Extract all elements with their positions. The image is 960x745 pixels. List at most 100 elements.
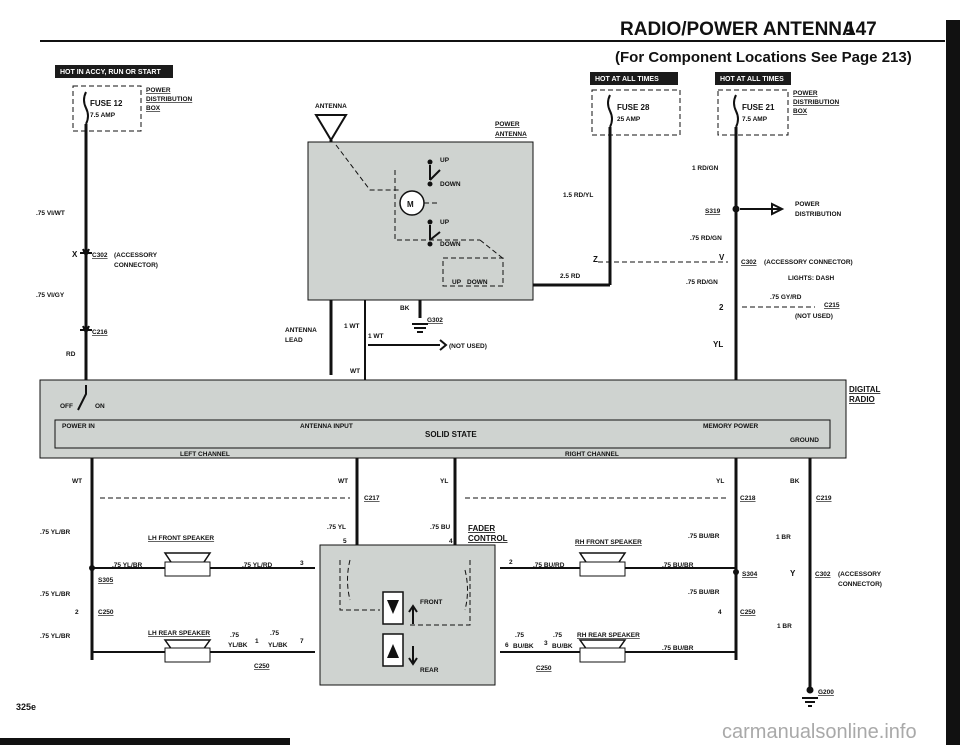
- lh-rear-speaker-body: [164, 647, 211, 663]
- sw1-down-dot: [427, 181, 433, 187]
- badge-hot-accy-label: HOT IN ACCY, RUN OR START: [60, 69, 161, 76]
- rh-rear-75d: .75: [553, 632, 562, 639]
- radio-power-switch: [77, 385, 87, 411]
- wire-075-rd-gn: .75 RD/GN: [690, 235, 722, 242]
- rh-front-bubr: .75 BU/BR: [662, 562, 694, 569]
- lower-yl-right: YL: [716, 478, 724, 485]
- rh-rear-bubr3: .75 BU/BR: [662, 645, 694, 652]
- pd-box-left-2: DISTRIBUTION: [146, 96, 193, 103]
- digital-radio-outline: [39, 379, 847, 459]
- wire-yl-right: YL: [713, 340, 723, 349]
- sw3-up: UP: [452, 279, 462, 286]
- c216-connector: [80, 325, 92, 336]
- rh-front-label: RH FRONT SPEAKER: [575, 539, 642, 546]
- pd-box-right-2: DISTRIBUTION: [793, 99, 840, 106]
- antenna-lead-2: LEAD: [285, 337, 303, 344]
- pd-right-2: DISTRIBUTION: [795, 211, 842, 218]
- wire-1wt-a: 1 WT: [344, 323, 360, 330]
- lh-front-pin3: 3: [300, 560, 304, 567]
- wire-gy-rd: .75 GY/RD: [770, 294, 802, 301]
- c302-left-desc1: (ACCESSORY: [114, 252, 158, 259]
- lower-c302: C302: [815, 571, 831, 578]
- not-used-label: (NOT USED): [449, 343, 487, 350]
- g302-label: G302: [427, 317, 443, 324]
- radio-left-channel: LEFT CHANNEL: [180, 451, 230, 458]
- fuse28-symbol: [607, 94, 613, 128]
- badge-hot-always-mid-label: HOT AT ALL TIMES: [595, 76, 659, 83]
- lh-rear-ylbk1: YL/BK: [228, 642, 248, 649]
- rh-rear-bubk1: BU/BK: [513, 643, 534, 650]
- wire-1-rd-gn: 1 RD/GN: [692, 165, 719, 172]
- fader-rear-arrow-icon: [408, 646, 418, 666]
- sw1-up: UP: [440, 157, 450, 164]
- s319-label: S319: [705, 208, 721, 215]
- rh-rear-pin6: 6: [505, 642, 509, 649]
- lh-rear-ylbk2: YL/BK: [268, 642, 288, 649]
- c218-label: C218: [740, 495, 756, 502]
- radio-on: ON: [95, 403, 105, 410]
- fuse12-amp: 7.5 AMP: [90, 112, 116, 119]
- c217-label: C217: [364, 495, 380, 502]
- updown-switch-box: [442, 257, 504, 287]
- sw3-down: DOWN: [467, 279, 488, 286]
- fader-rear: REAR: [420, 667, 439, 674]
- pd-box-left-3: BOX: [146, 105, 161, 112]
- pin-z: Z: [593, 255, 598, 264]
- solid-state-box: [54, 419, 831, 449]
- fuse-box-mid: [591, 89, 681, 136]
- antenna-internal-dash: [335, 144, 506, 261]
- rh-front-burd: .75 BU/RD: [533, 562, 565, 569]
- wire-label-vi-gy: .75 VI/GY: [36, 292, 65, 299]
- antenna-label: ANTENNA: [315, 103, 347, 110]
- badge-hot-accy: [55, 65, 173, 78]
- rh-rear-label: RH REAR SPEAKER: [577, 632, 640, 639]
- ground-g200-icon: [802, 697, 818, 707]
- lower-1br-top: 1 BR: [776, 534, 791, 541]
- lower-wt-mid: WT: [338, 478, 348, 485]
- badge-hot-always-mid: [590, 72, 678, 85]
- badge-hot-always-right: [715, 72, 791, 85]
- conn-x: X: [72, 250, 78, 259]
- radio-off: OFF: [60, 403, 73, 410]
- lh-rear-label: LH REAR SPEAKER: [148, 630, 210, 637]
- lh-rear-75b: .75: [270, 630, 279, 637]
- lower-yl-mid: YL: [440, 478, 448, 485]
- wire-wt-label: WT: [350, 368, 360, 375]
- sw1-down: DOWN: [440, 181, 461, 188]
- s304-splice: [733, 569, 739, 575]
- right-edge-bar: [946, 20, 960, 745]
- fader-internal: [339, 559, 471, 626]
- rh-rear-bubk2: BU/BK: [552, 643, 573, 650]
- lower-pin5: 5: [343, 538, 347, 545]
- power-antenna-box: [308, 142, 533, 300]
- lower-ylbr3: .75 YL/BR: [40, 633, 71, 640]
- pd-right-1: POWER: [795, 201, 820, 208]
- fader-front-arrow-icon: [408, 604, 418, 624]
- pd-box-left-1: POWER: [146, 87, 171, 94]
- pd-box-right-3: BOX: [793, 108, 808, 115]
- lights-dash: LIGHTS: DASH: [788, 275, 835, 282]
- c302-right-label: C302: [741, 259, 757, 266]
- footer-model: 325e: [16, 702, 36, 712]
- rh-front-speaker-body: [579, 561, 626, 577]
- digital-radio-box: [40, 380, 846, 458]
- radio-right-channel: RIGHT CHANNEL: [565, 451, 619, 458]
- motor-m-glyph: M: [407, 200, 414, 209]
- lh-front-label: LH FRONT SPEAKER: [148, 535, 214, 542]
- sw2-down: DOWN: [440, 241, 461, 248]
- wire-label-rd: RD: [66, 351, 76, 358]
- fader-up-arrow-icon: [387, 644, 399, 658]
- lower-bubr-top: .75 BU/BR: [688, 533, 720, 540]
- sw2-up: UP: [440, 219, 450, 226]
- fuse-box-left: [72, 85, 142, 132]
- fuse-box-right: [717, 89, 789, 136]
- c216-label: C216: [92, 329, 108, 336]
- lower-75bu: .75 BU: [430, 524, 451, 531]
- wire-1wt-b: 1 WT: [368, 333, 384, 340]
- rh-front-pin2: 2: [509, 559, 513, 566]
- lower-1br: 1 BR: [777, 623, 792, 630]
- footer-watermark: carmanualsonline.info: [722, 721, 917, 743]
- badge-hot-always-right-label: HOT AT ALL TIMES: [720, 76, 784, 83]
- fuse21-symbol: [733, 94, 739, 128]
- wire-bk-label: BK: [400, 305, 410, 312]
